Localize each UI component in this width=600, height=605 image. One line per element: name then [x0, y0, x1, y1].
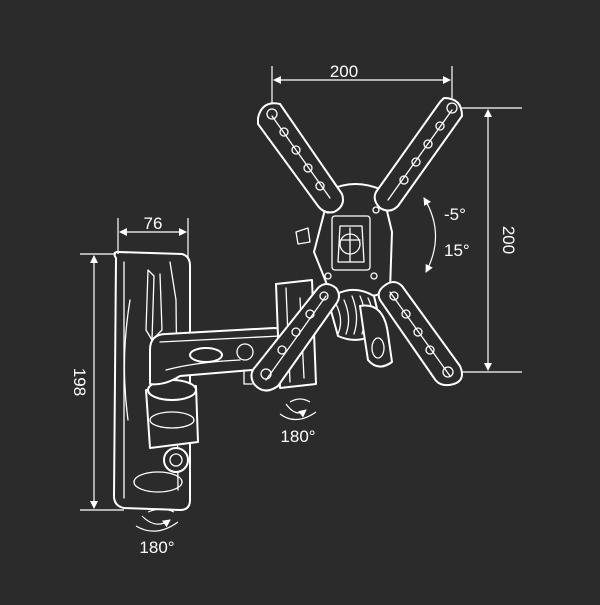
vesa-arm-bottom-right: [377, 281, 463, 387]
dimension-vesa-height: 200: [462, 107, 522, 373]
dimension-wall-plate-width-label: 76: [144, 214, 163, 233]
dimension-vesa-width: 200: [271, 62, 453, 104]
vesa-arm-bottom-left: [250, 283, 340, 392]
dimension-wall-plate-width: 76: [117, 214, 189, 258]
tilt-spring: [327, 289, 393, 368]
wall-swivel-joint: [145, 379, 199, 473]
tilt-up-label: 15°: [444, 241, 470, 260]
arm-swivel-indicator: 180°: [279, 398, 317, 446]
dimension-vesa-height-label: 200: [499, 226, 518, 254]
vesa-arm-top-left: [257, 102, 344, 214]
dimension-wall-plate-height: 198: [70, 253, 124, 511]
arm-swivel-label: 180°: [280, 427, 315, 446]
vesa-arm-top-right: [373, 97, 463, 212]
tilt-indicator: -5° 15°: [423, 197, 470, 273]
dimension-vesa-width-label: 200: [330, 62, 358, 81]
tilt-down-label: -5°: [444, 205, 466, 224]
dimension-wall-plate-height-label: 198: [70, 368, 89, 396]
wall-swivel-indicator: 180°: [135, 508, 179, 557]
articulating-arm: [149, 327, 293, 386]
wall-swivel-label: 180°: [139, 538, 174, 557]
